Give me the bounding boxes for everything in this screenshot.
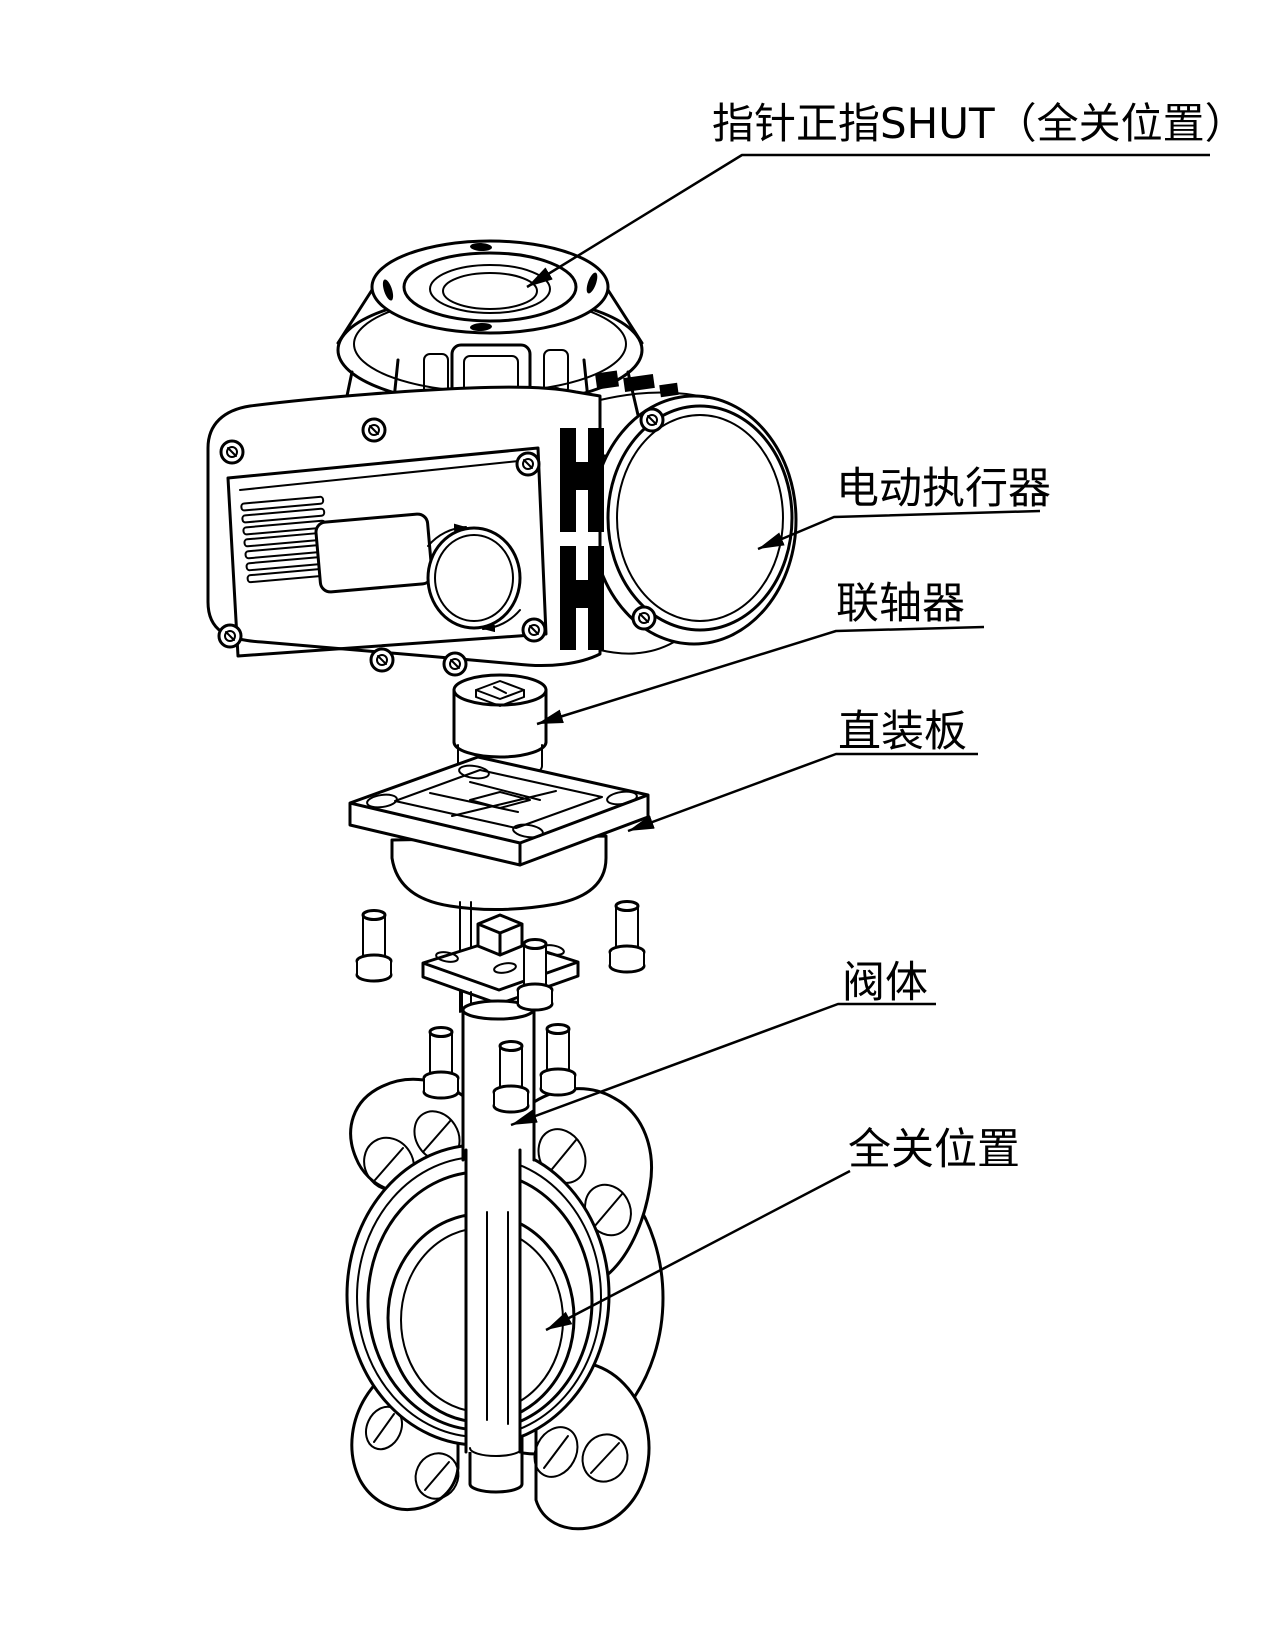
valve-neck	[461, 999, 536, 1162]
leader-valve-body	[510, 1002, 936, 1127]
plate-top-face	[348, 755, 650, 845]
actuator-front-face	[226, 446, 548, 658]
label-closed-position: 全关位置	[848, 1125, 1020, 1175]
leader-closed-position	[545, 1169, 851, 1332]
manual-override-knob	[426, 523, 522, 633]
leader-coupling	[536, 625, 985, 726]
leader-pointer-shut	[526, 153, 1210, 289]
label-actuator: 电动执行器	[836, 464, 1051, 514]
label-valve-body: 阀体	[842, 958, 928, 1008]
label-mounting-plate: 直装板	[838, 707, 967, 757]
motor-clamp-blocks	[560, 428, 604, 650]
coupling-square-socket	[475, 680, 525, 707]
electric-actuator-drawing	[206, 239, 798, 677]
valve-body-drawing	[345, 999, 665, 1531]
plate-corner-holes	[366, 764, 638, 839]
mounting-plate-drawing	[348, 755, 650, 912]
motor-housing	[590, 391, 798, 655]
nameplate	[314, 512, 434, 594]
label-pointer-shut: 指针正指SHUT（全关位置）	[712, 99, 1247, 148]
terminal-blocks	[594, 370, 679, 398]
labels: 指针正指SHUT（全关位置） 电动执行器 联轴器 直装板 阀体 全关位置	[712, 99, 1247, 1175]
leader-mounting-plate	[627, 752, 978, 833]
valve-disc-closed	[464, 1140, 523, 1457]
leader-lines	[510, 153, 1210, 1332]
label-coupling: 联轴器	[836, 579, 965, 629]
stem-square-head	[476, 913, 524, 957]
motor-end-face	[606, 404, 794, 632]
leader-actuator	[757, 509, 1041, 551]
indicator-tick-marks	[382, 242, 598, 332]
stem-bracket-drawing	[421, 901, 580, 1013]
